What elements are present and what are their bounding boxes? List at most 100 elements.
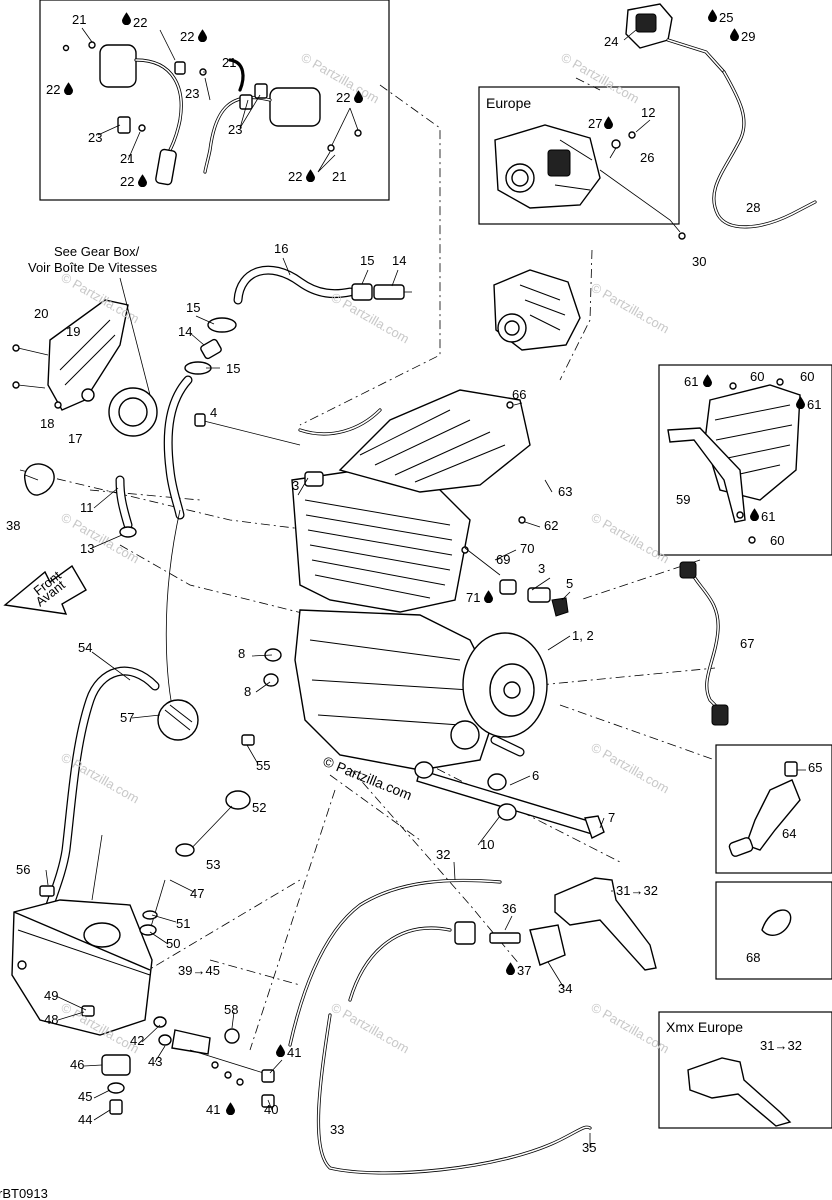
lubricant-drop-icon — [306, 169, 315, 182]
callout: 8 — [238, 646, 245, 661]
throttle-body-main — [493, 269, 581, 351]
callout: 53 — [206, 857, 220, 872]
callout: 12 — [641, 105, 655, 120]
callout: 26 — [640, 150, 654, 165]
callout: 5 — [566, 576, 573, 591]
pivot-shaft-7 — [414, 761, 605, 839]
callout: 71 — [466, 590, 480, 605]
bracket-59-60-61 — [667, 378, 801, 544]
oil-tank-assembly — [11, 834, 166, 1115]
callout: 33 — [330, 1122, 344, 1137]
callout: 23 — [185, 86, 199, 101]
callout: 57 — [120, 710, 134, 725]
callout: 22 — [120, 174, 134, 189]
callout: 29 — [741, 29, 755, 44]
callout: 58 — [224, 1002, 238, 1017]
brake-lever-xmx-europe — [687, 1057, 792, 1127]
watermark-text: © Partzilla.com — [589, 740, 672, 797]
callout: 52 — [252, 800, 266, 815]
callout: 21 — [72, 12, 86, 27]
callout: 10 — [480, 837, 494, 852]
watermark-text: © Partzilla.com — [589, 280, 672, 337]
ignition-coil-assembly-left — [62, 41, 207, 186]
callout: 28 — [746, 200, 760, 215]
callout: 60 — [770, 533, 784, 548]
callout: 32 — [436, 847, 450, 862]
throttle-body-europe — [494, 124, 636, 209]
lubricant-drop-icon — [703, 374, 712, 387]
callout: 21 — [332, 169, 346, 184]
callout: 23 — [228, 122, 242, 137]
callout: 3 — [538, 561, 545, 576]
gear-lever-inset-frame — [715, 744, 832, 874]
lubricant-drop-icon — [64, 82, 73, 95]
callout: 66 — [512, 387, 526, 402]
fittings-14-15 — [184, 283, 412, 375]
callout: 14 — [392, 253, 406, 268]
callout: 36 — [502, 901, 516, 916]
gearbox-note-fr: Voir Boîte De Vitesses — [28, 260, 158, 275]
callout-labels: 21 22 22 21 22 23 22 23 23 21 22 22 21 2… — [6, 9, 822, 1155]
lubricant-drop-icon — [276, 1044, 285, 1057]
lubricant-drop-icon — [138, 174, 147, 187]
xmx-europe-inset-title: Xmx Europe — [666, 1019, 743, 1035]
callout: 8 — [244, 684, 251, 699]
lubricant-drop-icon — [484, 590, 493, 603]
callout: 25 — [719, 10, 733, 25]
throttle-cable-32 — [288, 878, 502, 1047]
small-fasteners — [194, 401, 569, 746]
callout: 44 — [78, 1112, 92, 1127]
sensor-harness-28 — [712, 70, 817, 229]
watermark-text: © Partzilla.com — [559, 50, 642, 107]
callout: 41 — [206, 1102, 220, 1117]
front-direction-arrow: Front Avant — [3, 564, 87, 615]
cable-tie-38 — [24, 463, 55, 496]
callout: 50 — [166, 936, 180, 951]
callout: 22 — [180, 29, 194, 44]
callout: 15 — [360, 253, 374, 268]
callout: 3 — [292, 478, 299, 493]
lubricant-drop-icon — [604, 116, 613, 129]
callout: 20 — [34, 306, 48, 321]
brake-lever-assembly — [454, 877, 657, 971]
lubricant-drop-icon — [750, 508, 759, 521]
gear-shift-lever-64 — [728, 761, 801, 857]
callout: 38 — [6, 518, 20, 533]
callout: 54 — [78, 640, 92, 655]
callout: 22 — [133, 15, 147, 30]
callout: 11 — [80, 500, 94, 515]
callout: 4 — [210, 405, 217, 420]
lubricant-drop-icon — [198, 29, 207, 42]
callout: 16 — [274, 241, 288, 256]
bracket-inset-frame — [658, 364, 832, 556]
callout: 40 — [264, 1102, 278, 1117]
callout: 46 — [70, 1057, 84, 1072]
lubricant-drop-icon — [708, 9, 717, 22]
callout: 31→32 — [616, 883, 658, 898]
callout: 1, 2 — [572, 628, 594, 643]
callout: 65 — [808, 760, 822, 775]
cable-tie-68 — [761, 909, 792, 936]
cable-tie-inset-frame — [715, 881, 832, 980]
europe-throttle-inset-frame — [478, 86, 680, 225]
callout: 37 — [517, 963, 531, 978]
sprocket-cover-assembly — [12, 299, 158, 437]
callout: 15 — [186, 300, 200, 315]
callout: 39→45 — [178, 963, 220, 978]
drain-valve-assembly — [153, 1016, 275, 1108]
callout: 21 — [222, 55, 236, 70]
callout: 61 — [684, 374, 698, 389]
callout: 67 — [740, 636, 754, 651]
callout: 62 — [544, 518, 558, 533]
drawing-code: rBT0913 — [0, 1186, 48, 1200]
lubricant-drop-icon — [226, 1102, 235, 1115]
callout: 63 — [558, 484, 572, 499]
callout: 23 — [88, 130, 102, 145]
callout: 55 — [256, 758, 270, 773]
engine-block — [291, 389, 548, 771]
callout: 60 — [750, 369, 764, 384]
callout: 30 — [692, 254, 706, 269]
lubricant-drop-icon — [122, 12, 131, 25]
callout: 24 — [604, 34, 618, 49]
